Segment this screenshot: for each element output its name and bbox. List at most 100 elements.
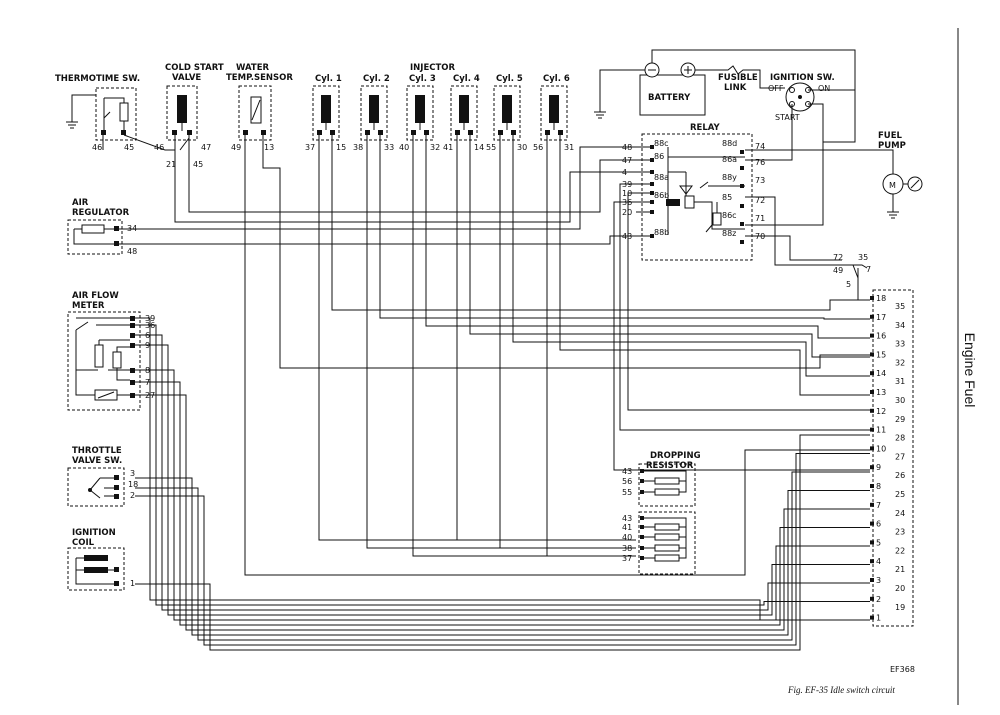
- control-unit-pin: 19: [895, 603, 905, 612]
- water-temp-pin: 49: [231, 143, 241, 152]
- control-unit-connector: 1817161514131211109876543213534333231302…: [870, 289, 914, 627]
- water-temp-sensor: WATER TEMP.SENSOR 49 13: [226, 63, 293, 152]
- air-regulator-label: AIR: [72, 198, 89, 208]
- relay-right-pin: 74: [755, 142, 765, 151]
- dropping-resistor-pin: 37: [622, 554, 632, 563]
- cold-start-pin: 21: [166, 160, 176, 169]
- control-unit-pin: 5: [876, 538, 881, 547]
- ignition-sw-label: IGNITION SW.: [770, 73, 835, 83]
- air-flow-meter-label: AIR FLOW: [72, 291, 119, 301]
- injector-pin: 38: [353, 143, 363, 152]
- thermotime-sw-label: THERMOTIME SW.: [55, 74, 140, 84]
- control-unit-pin: 25: [895, 490, 905, 499]
- throttle-pin: 2: [130, 491, 135, 500]
- control-unit-pin: 2: [876, 595, 881, 604]
- relay-right-pin: 72: [755, 196, 765, 205]
- injector-label: INJECTOR: [410, 63, 456, 73]
- relay-right-terminal: 88y: [722, 173, 737, 182]
- control-unit-pin: 27: [895, 452, 905, 461]
- fuel-pump-label: FUEL: [878, 131, 903, 141]
- cold-start-label: VALVE: [172, 73, 201, 83]
- control-unit-pin: 28: [895, 434, 905, 443]
- thermotime-switch: THERMOTIME SW. 46 45: [55, 74, 140, 152]
- control-unit-pin: 13: [876, 388, 886, 397]
- ignition-sw-start: START: [775, 113, 800, 122]
- control-unit-pin: 26: [895, 471, 905, 480]
- throttle-pin: 18: [128, 480, 138, 489]
- ignition-coil-pin: 1: [130, 579, 135, 588]
- throttle-label: THROTTLE: [72, 446, 122, 456]
- control-unit-pin: 21: [895, 565, 905, 574]
- junction-pin: 5: [846, 280, 851, 289]
- cold-start-pin: 47: [201, 143, 211, 152]
- relay-left-terminal: 86b: [654, 191, 669, 200]
- relay-left-terminal: 88a: [654, 173, 669, 182]
- air-regulator-label: REGULATOR: [72, 208, 130, 218]
- control-unit-pin: 34: [895, 321, 905, 330]
- ignition-sw-off: OFF: [768, 84, 784, 93]
- battery: BATTERY: [594, 49, 856, 143]
- control-unit-pin: 30: [895, 396, 905, 405]
- dropping-resistor-pin: 41: [622, 523, 632, 532]
- ignition-sw-on: ON: [818, 84, 830, 93]
- injector-pin: 15: [336, 143, 346, 152]
- throttle-label: VALVE SW.: [72, 456, 122, 466]
- dropping-resistor-pin: 43: [622, 514, 632, 523]
- water-temp-label: TEMP.SENSOR: [226, 73, 293, 83]
- relay-left-terminal: 86: [654, 152, 664, 161]
- cold-start-pin: 45: [193, 160, 203, 169]
- control-unit-pin: 29: [895, 415, 905, 424]
- control-unit-pin: 1: [876, 614, 881, 623]
- air-regulator: AIR REGULATOR 34 48: [67, 198, 137, 256]
- injector-cyl-label: Cyl. 4: [453, 74, 480, 84]
- water-temp-pin: 13: [264, 143, 274, 152]
- throttle-pin: 3: [130, 469, 135, 478]
- injector-pin: 40: [399, 143, 409, 152]
- control-unit-pin: 7: [876, 501, 881, 510]
- relay-label: RELAY: [690, 123, 721, 133]
- thermotime-pin: 45: [124, 143, 134, 152]
- dropping-resistor-pin: 43: [622, 467, 632, 476]
- junction-pin: 7: [866, 265, 871, 274]
- control-unit-pin: 14: [876, 369, 886, 378]
- relay-left-pin: 10: [622, 189, 632, 198]
- fuel-pump-label: PUMP: [878, 141, 906, 151]
- injector-cyl-label: Cyl. 1: [315, 74, 342, 84]
- figure-code: EF368: [890, 665, 915, 674]
- side-label: Engine Fuel: [962, 333, 978, 408]
- junction-pin: 72: [833, 253, 843, 262]
- dropping-resistor-pin: 55: [622, 488, 632, 497]
- injector-pin: 14: [474, 143, 484, 152]
- injector-pin: 30: [517, 143, 527, 152]
- junction: 72 35 49 5 7: [745, 196, 871, 301]
- control-unit-pin: 35: [895, 302, 905, 311]
- control-unit-pin: 15: [876, 350, 886, 359]
- throttle-valve-switch: THROTTLE VALVE SW. 3 18 2: [67, 446, 138, 507]
- control-unit-pin: 23: [895, 528, 905, 537]
- injector-pin: 56: [533, 143, 543, 152]
- wiring-harness: [102, 135, 870, 651]
- junction-pin: 49: [833, 266, 843, 275]
- control-unit-pin: 3: [876, 576, 881, 585]
- ignition-switch: IGNITION SW. OFF ON START: [745, 73, 855, 226]
- air-flow-meter-label: METER: [72, 301, 105, 311]
- control-unit-pin: 4: [876, 557, 881, 566]
- figure-caption: Fig. EF-35 Idle switch circuit: [787, 685, 895, 695]
- relay-right-terminal: 88d: [722, 139, 737, 148]
- relay-left-pin: 20: [622, 208, 632, 217]
- relay-right-terminal: 86a: [722, 155, 737, 164]
- injector-cyl-label: Cyl. 3: [409, 74, 436, 84]
- control-unit-pin: 32: [895, 358, 905, 367]
- control-unit-pin: 17: [876, 313, 886, 322]
- cold-start-label: COLD START: [165, 63, 224, 73]
- control-unit-pin: 20: [895, 584, 905, 593]
- control-unit-pin: 9: [876, 463, 881, 472]
- ignition-coil-label: IGNITION: [72, 528, 116, 538]
